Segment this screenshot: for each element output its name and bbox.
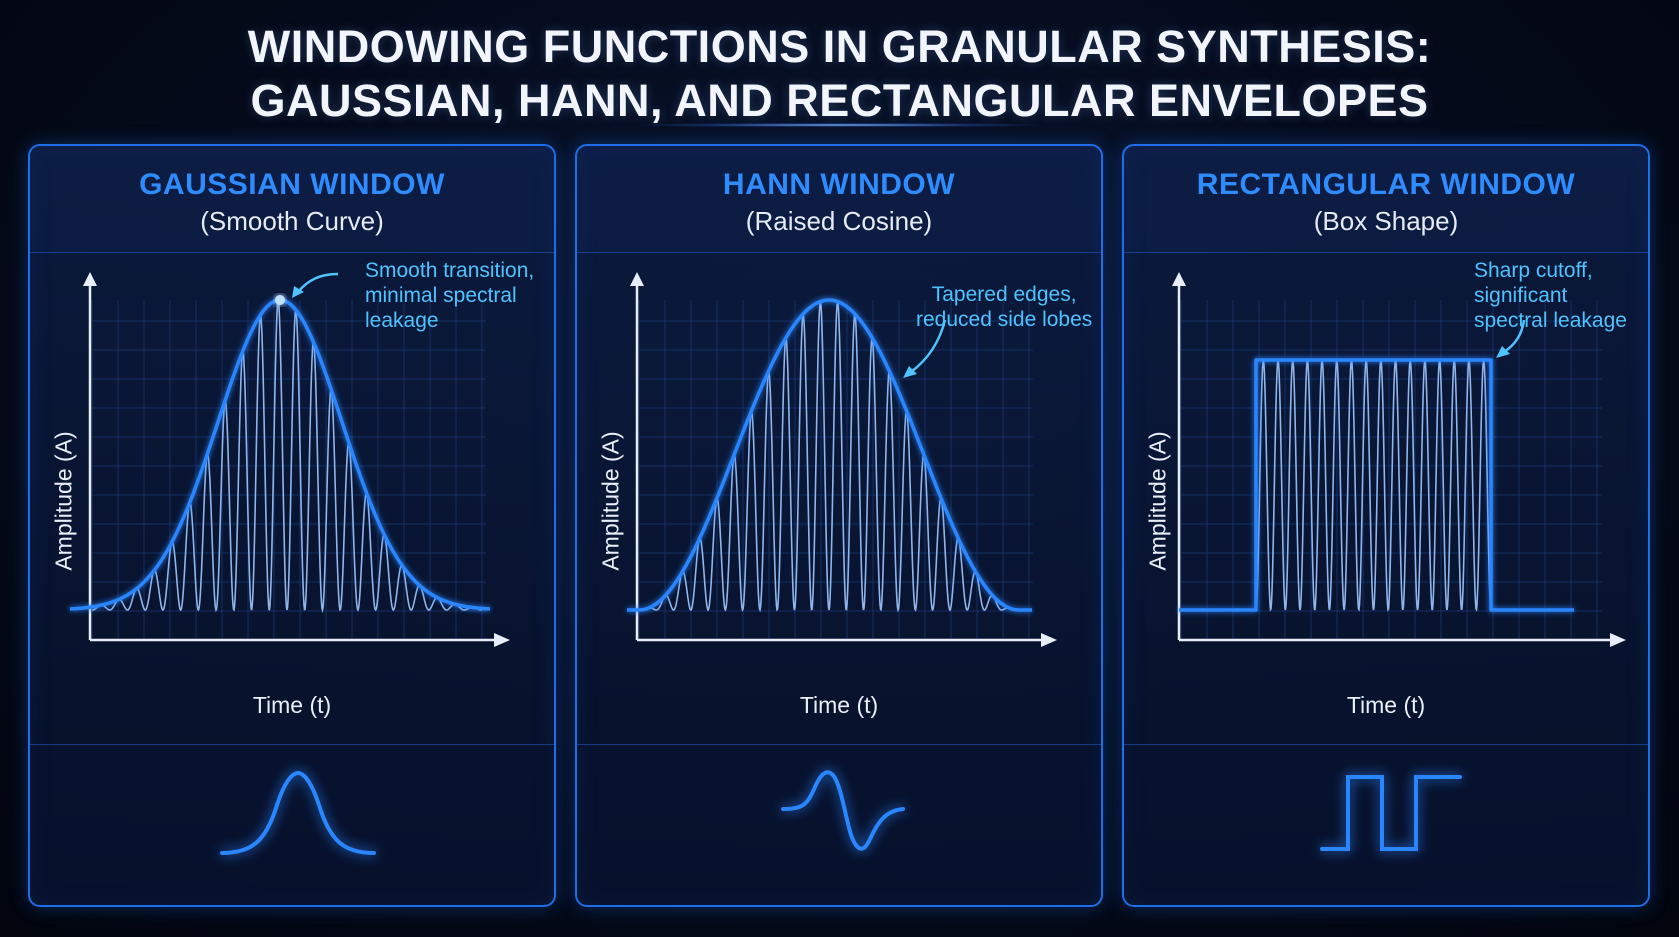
wave-cycle-icon (781, 770, 905, 851)
square-pulse-icon (1320, 775, 1462, 851)
gaussian-annotation-line-3: leakage (365, 309, 439, 332)
rectangular-panel-title: RECTANGULAR WINDOW (1196, 168, 1576, 201)
hann-oscillation (639, 301, 1019, 613)
main-title-line-2: GAUSSIAN, HANN, AND RECTANGULAR ENVELOPE… (250, 75, 1429, 126)
main-title-line-1: WINDOWING FUNCTIONS IN GRANULAR SYNTHESI… (247, 21, 1432, 72)
rect-envelope (1179, 358, 1574, 612)
rectangular-annotation-line-2: significant (1474, 284, 1568, 307)
hann-panel-subtitle: (Raised Cosine) (745, 206, 933, 236)
rectangular-x-axis-label: Time (t) (1346, 692, 1426, 718)
hann-plot (626, 272, 1057, 647)
rectangular-plot (1172, 272, 1626, 647)
hann-annotation: Tapered edges, reduced side lobes (916, 282, 1092, 332)
hann-envelope (626, 298, 1033, 612)
title-glow-divider (640, 123, 1040, 127)
main-title: WINDOWING FUNCTIONS IN GRANULAR SYNTHESI… (0, 20, 1679, 128)
rectangular-annotation-arrowhead (1496, 346, 1510, 358)
rect-y-axis-arrow (1172, 272, 1186, 286)
hann-panel-header: HANN WINDOW (Raised Cosine) (577, 146, 1101, 253)
rectangular-annotation-arrow (1503, 319, 1526, 354)
gaussian-annotation-line-2: minimal spectral (365, 284, 517, 307)
gaussian-annotation-line-1: Smooth transition, (365, 259, 535, 282)
gaussian-annotation-arrowhead (292, 286, 304, 298)
hann-panel: HANN WINDOW (Raised Cosine) Amplitude (A… (575, 144, 1103, 907)
gaussian-peak-marker (275, 295, 285, 305)
gaussian-panel-header: GAUSSIAN WINDOW (Smooth Curve) (30, 146, 554, 253)
hann-annotation-arrow (910, 319, 947, 373)
rectangular-annotation-line-3: spectral leakage (1474, 309, 1627, 332)
rect-oscillation (1255, 357, 1492, 612)
hann-panel-footer (577, 744, 1101, 905)
hann-x-axis-arrow (1041, 633, 1057, 647)
gaussian-panel-title: GAUSSIAN WINDOW (139, 168, 445, 201)
rectangular-panel-header: RECTANGULAR WINDOW (Box Shape) (1124, 146, 1648, 253)
gaussian-x-axis-label: Time (t) (252, 692, 332, 718)
gaussian-panel-subtitle: (Smooth Curve) (200, 206, 384, 236)
rectangular-panel-subtitle: (Box Shape) (1313, 206, 1459, 236)
rectangular-annotation-line-1: Sharp cutoff, (1474, 259, 1593, 282)
gauss-oscillation (92, 297, 482, 614)
gauss-x-axis-arrow (494, 633, 510, 647)
hann-grid (638, 300, 1033, 640)
rectangular-panel-footer (1124, 744, 1648, 905)
rect-x-axis-arrow (1610, 633, 1626, 647)
hann-annotation-arrowhead (903, 366, 917, 378)
hann-annotation-line-1: Tapered edges, (931, 283, 1077, 306)
hann-x-axis-label: Time (t) (799, 692, 879, 718)
rectangular-panel: RECTANGULAR WINDOW (Box Shape) Amplitude… (1122, 144, 1650, 907)
gaussian-annotation-arrow (297, 272, 339, 293)
gauss-y-axis-arrow (83, 272, 97, 286)
rectangular-annotation: Sharp cutoff, significant spectral leaka… (1474, 258, 1627, 333)
hann-annotation-line-2: reduced side lobes (916, 308, 1093, 331)
gaussian-annotation: Smooth transition, minimal spectral leak… (365, 258, 534, 333)
rect-grid (1180, 300, 1602, 640)
gaussian-panel-footer (30, 744, 554, 905)
gaussian-panel: GAUSSIAN WINDOW (Smooth Curve) Amplitude… (28, 144, 556, 907)
gaussian-plot (69, 272, 510, 647)
hann-y-axis-arrow (630, 272, 644, 286)
gaussian-bell-icon (220, 770, 376, 855)
hann-panel-title: HANN WINDOW (722, 168, 956, 201)
